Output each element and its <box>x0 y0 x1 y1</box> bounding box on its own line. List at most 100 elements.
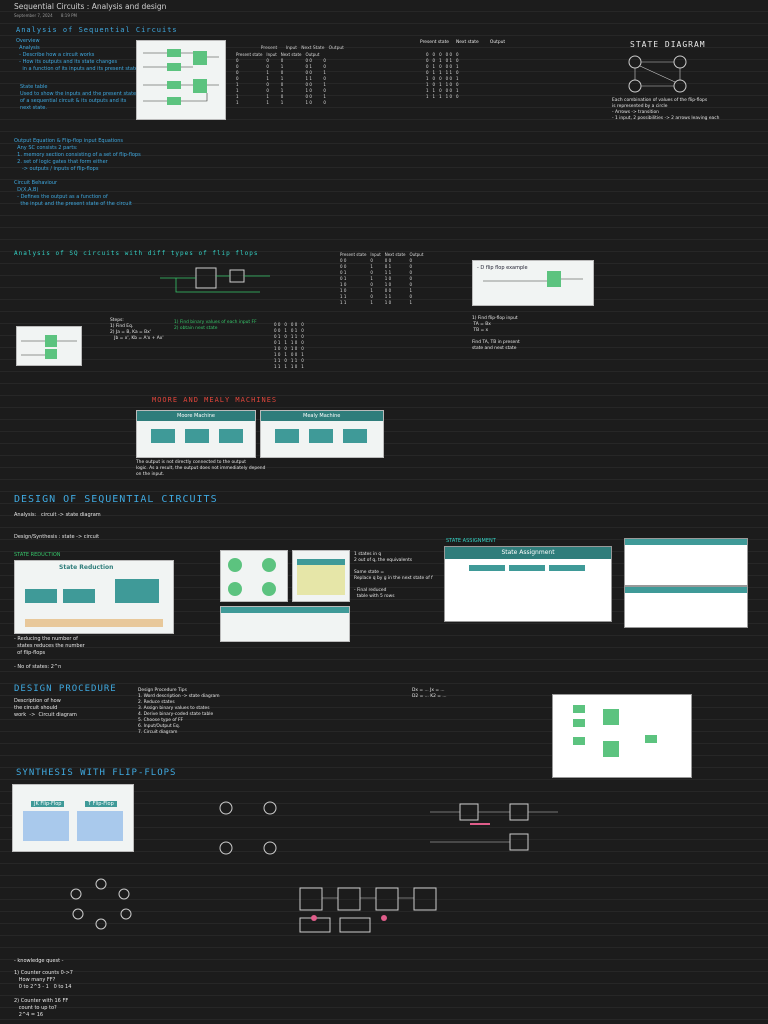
table-cell: 0 <box>432 76 436 81</box>
table-cell: 1 0 <box>305 88 312 93</box>
state-reduction-heading: STATE REDUCTION <box>14 552 61 558</box>
dff-equations: Steps: 1) Find Eq. 2) Ja = B, Ka = Bx' J… <box>110 318 164 341</box>
moore-label: Moore Machine <box>177 413 215 419</box>
table-cell: 0 1 <box>305 64 312 69</box>
table-cell: 1 <box>266 94 269 99</box>
knowledge-quest-notes: 1) Counter counts 0->7 How many FF? 0 to… <box>14 970 73 1018</box>
table-cell: 0 <box>426 70 429 75</box>
table-cell: 1 1 <box>305 76 312 81</box>
mid-table: Present state Input Next state Output 0 … <box>338 252 425 306</box>
table-cell: 0 <box>301 328 304 333</box>
table-cell: 1 <box>439 70 442 75</box>
col-next: Next state <box>280 52 302 57</box>
table-cell: 0 <box>456 52 459 57</box>
table-cell: 1 <box>280 76 284 81</box>
table-cell: 0 <box>301 358 304 363</box>
table-cell: 0 <box>236 58 239 63</box>
section-design-procedure-title: DESIGN PROCEDURE <box>14 684 117 694</box>
table-cell: 1 <box>284 352 287 357</box>
table-cell: 0 <box>301 340 304 345</box>
table-cell: 0 0 <box>274 322 281 327</box>
table-cell: 1 <box>284 328 287 333</box>
state-table-note: State table Used to show the inputs and … <box>20 84 137 111</box>
table-cell: 1 <box>280 64 284 69</box>
table-cell: 0 0 <box>305 58 312 63</box>
table-cell: 1 <box>439 58 442 63</box>
table-cell: 1 <box>323 94 326 99</box>
table-cell: 1 <box>439 94 442 99</box>
mid-col-present: Present state <box>340 252 367 257</box>
table-cell: 1 <box>284 340 287 345</box>
dff-example-image: - D flip flop example <box>472 260 594 306</box>
output-equation-note: Output Equation & Flip-flop input Equati… <box>14 138 141 172</box>
table-cell: 0 <box>236 64 239 69</box>
table-cell: 1 <box>284 364 287 369</box>
table-cell: 1 <box>432 70 436 75</box>
table-cell: 1 1 <box>445 70 453 75</box>
section-design-title: DESIGN OF SEQUENTIAL CIRCUITS <box>14 494 218 505</box>
table-cell: 1 <box>370 276 373 281</box>
table-cell: 1 <box>426 88 429 93</box>
example-state-image <box>220 550 288 602</box>
table-cell: 0 <box>323 76 326 81</box>
table-cell: 0 0 <box>340 264 347 269</box>
table-cell: 1 <box>301 352 304 357</box>
moore-image: Moore Machine <box>136 410 256 458</box>
state-reduction-image: State Reduction <box>14 560 174 634</box>
table-cell: 0 <box>236 70 239 75</box>
state-assignment-image: State Assignment <box>444 546 612 622</box>
table-cell: 1 <box>409 288 413 293</box>
table-cell: 1 0 <box>274 352 281 357</box>
circuit-behaviour-note: Circuit Behaviour D(X,A,B) - Defines the… <box>14 180 132 207</box>
jk-circuit-image <box>16 326 82 366</box>
table-cell: 0 <box>456 82 459 87</box>
table-cell: 0 <box>284 358 287 363</box>
moore-mealy-note: The output is not directly connected to … <box>136 460 266 477</box>
table-cell: 0 <box>426 64 429 69</box>
table-cell: 0 0 <box>305 82 312 87</box>
table-cell: 1 <box>236 100 239 105</box>
table-cell: 1 <box>432 94 436 99</box>
state-table-heading: Present Input Next State Output <box>260 46 344 51</box>
col-input: Input <box>266 52 277 57</box>
table-cell: 0 <box>236 76 239 81</box>
analysis-flow: Analysis: circuit -> state diagram <box>14 512 101 518</box>
table-cell: 0 <box>266 58 269 63</box>
mid-col-input: Input <box>370 252 381 257</box>
tff-notes: 1) Find flip-flop input TA = Bx TB = x F… <box>472 316 520 351</box>
table-cell: 0 <box>284 322 287 327</box>
table-cell: 0 0 <box>445 64 453 69</box>
dff-circuit-sketch <box>160 267 270 293</box>
state-assignment-heading: STATE ASSIGNMENT <box>446 538 496 544</box>
table-cell: 0 <box>301 334 304 339</box>
table-cell: 0 0 <box>445 52 453 57</box>
table-cell: 0 0 <box>445 88 453 93</box>
table-cell: 0 <box>439 52 442 57</box>
moore-mealy-title: MOORE AND MEALY MACHINES <box>152 396 278 404</box>
mealy-label: Mealy Machine <box>303 413 341 419</box>
table-cell: 0 1 <box>340 270 347 275</box>
knowledge-quest-title: - knowledge quest - <box>14 958 64 964</box>
page-header: Sequential Circuits : Analysis and desig… <box>14 3 166 20</box>
mealy-image: Mealy Machine <box>260 410 384 458</box>
table-cell: 1 1 <box>384 294 392 299</box>
table-cell: 0 0 <box>384 258 392 263</box>
table-cell: 1 0 <box>290 340 298 345</box>
logic-diagram-image <box>552 694 692 778</box>
mid-col-output: Output <box>409 252 424 257</box>
table-cell: 0 <box>426 58 429 63</box>
table-cell: 0 <box>301 322 304 327</box>
